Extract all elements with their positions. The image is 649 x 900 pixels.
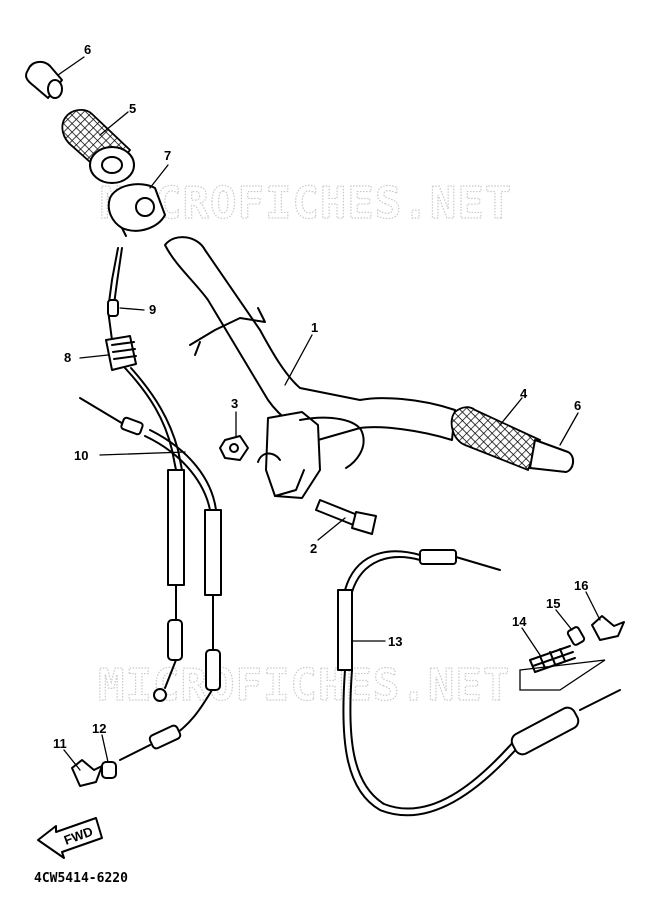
nut-part <box>219 435 249 461</box>
callout-15: 15 <box>546 596 560 611</box>
grip-right-part <box>450 406 574 473</box>
throttle-cable-part <box>105 247 185 702</box>
grip-left-part <box>61 109 135 184</box>
callout-4: 4 <box>520 386 528 401</box>
callout-2: 2 <box>310 541 317 556</box>
handlebar-part <box>164 236 456 499</box>
callout-10: 10 <box>74 448 88 463</box>
collar-part <box>566 626 586 646</box>
grip-end-cap-part <box>25 60 63 99</box>
diagram-code: 4CW5414-6220 <box>34 871 128 886</box>
callout-11: 11 <box>53 736 67 751</box>
callout-1: 1 <box>311 320 318 335</box>
callout-9: 9 <box>149 302 156 317</box>
callout-6-right: 6 <box>574 398 581 413</box>
callout-12: 12 <box>92 721 106 736</box>
wing-nut-part-right <box>591 615 625 641</box>
callout-13: 13 <box>388 634 402 649</box>
bolt-part <box>315 499 377 535</box>
callout-14: 14 <box>512 614 527 629</box>
callout-5: 5 <box>129 101 136 116</box>
callout-16: 16 <box>574 578 588 593</box>
forward-arrow-icon: FWD <box>37 817 103 859</box>
callout-7: 7 <box>164 148 171 163</box>
watermark-bottom: MICROFICHES.NET <box>98 660 510 711</box>
adjuster-part <box>101 761 117 779</box>
spring-part <box>519 645 606 691</box>
throttle-cable-return-part <box>79 397 222 761</box>
callout-8: 8 <box>64 350 71 365</box>
callout-3: 3 <box>231 396 238 411</box>
leader-lines <box>57 56 601 771</box>
callout-6-top: 6 <box>84 42 91 57</box>
control-cable-part <box>337 549 621 817</box>
wing-nut-part-left <box>71 759 103 787</box>
watermark-top: MICROFICHES.NET <box>100 178 512 229</box>
throttle-housing-part <box>107 183 166 237</box>
